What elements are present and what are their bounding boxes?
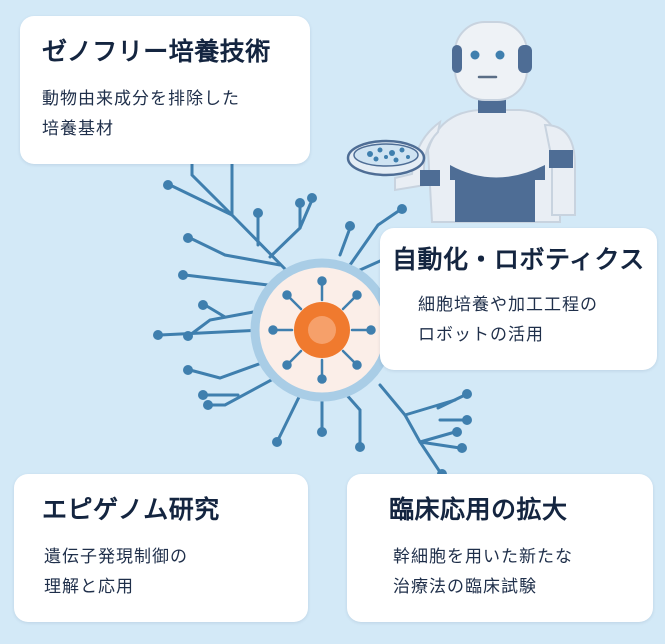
card-epigenome: エピゲノム研究 遺伝子発現制御の 理解と応用	[14, 474, 308, 622]
robot-icon	[394, 21, 576, 223]
card-description: 遺伝子発現制御の 理解と応用	[44, 546, 188, 597]
card-title: 自動化・ロボティクス	[392, 245, 645, 274]
stem-cell-icon	[250, 258, 394, 402]
card-description: 幹細胞を用いた新たな 治療法の臨床試験	[393, 546, 573, 597]
card-title: エピゲノム研究	[42, 495, 220, 524]
card-xeno-free: ゼノフリー培養技術 動物由来成分を排除した 培養基材	[20, 16, 310, 164]
card-automation: 自動化・ロボティクス 細胞培養や加工工程の ロボットの活用	[380, 228, 657, 370]
card-description: 細胞培養や加工工程の ロボットの活用	[418, 294, 598, 345]
card-title: ゼノフリー培養技術	[42, 37, 271, 66]
card-clinical: 臨床応用の拡大 幹細胞を用いた新たな 治療法の臨床試験	[347, 474, 653, 622]
petri-dish-icon	[346, 139, 426, 177]
card-title: 臨床応用の拡大	[389, 495, 568, 524]
card-description: 動物由来成分を排除した 培養基材	[42, 88, 240, 139]
